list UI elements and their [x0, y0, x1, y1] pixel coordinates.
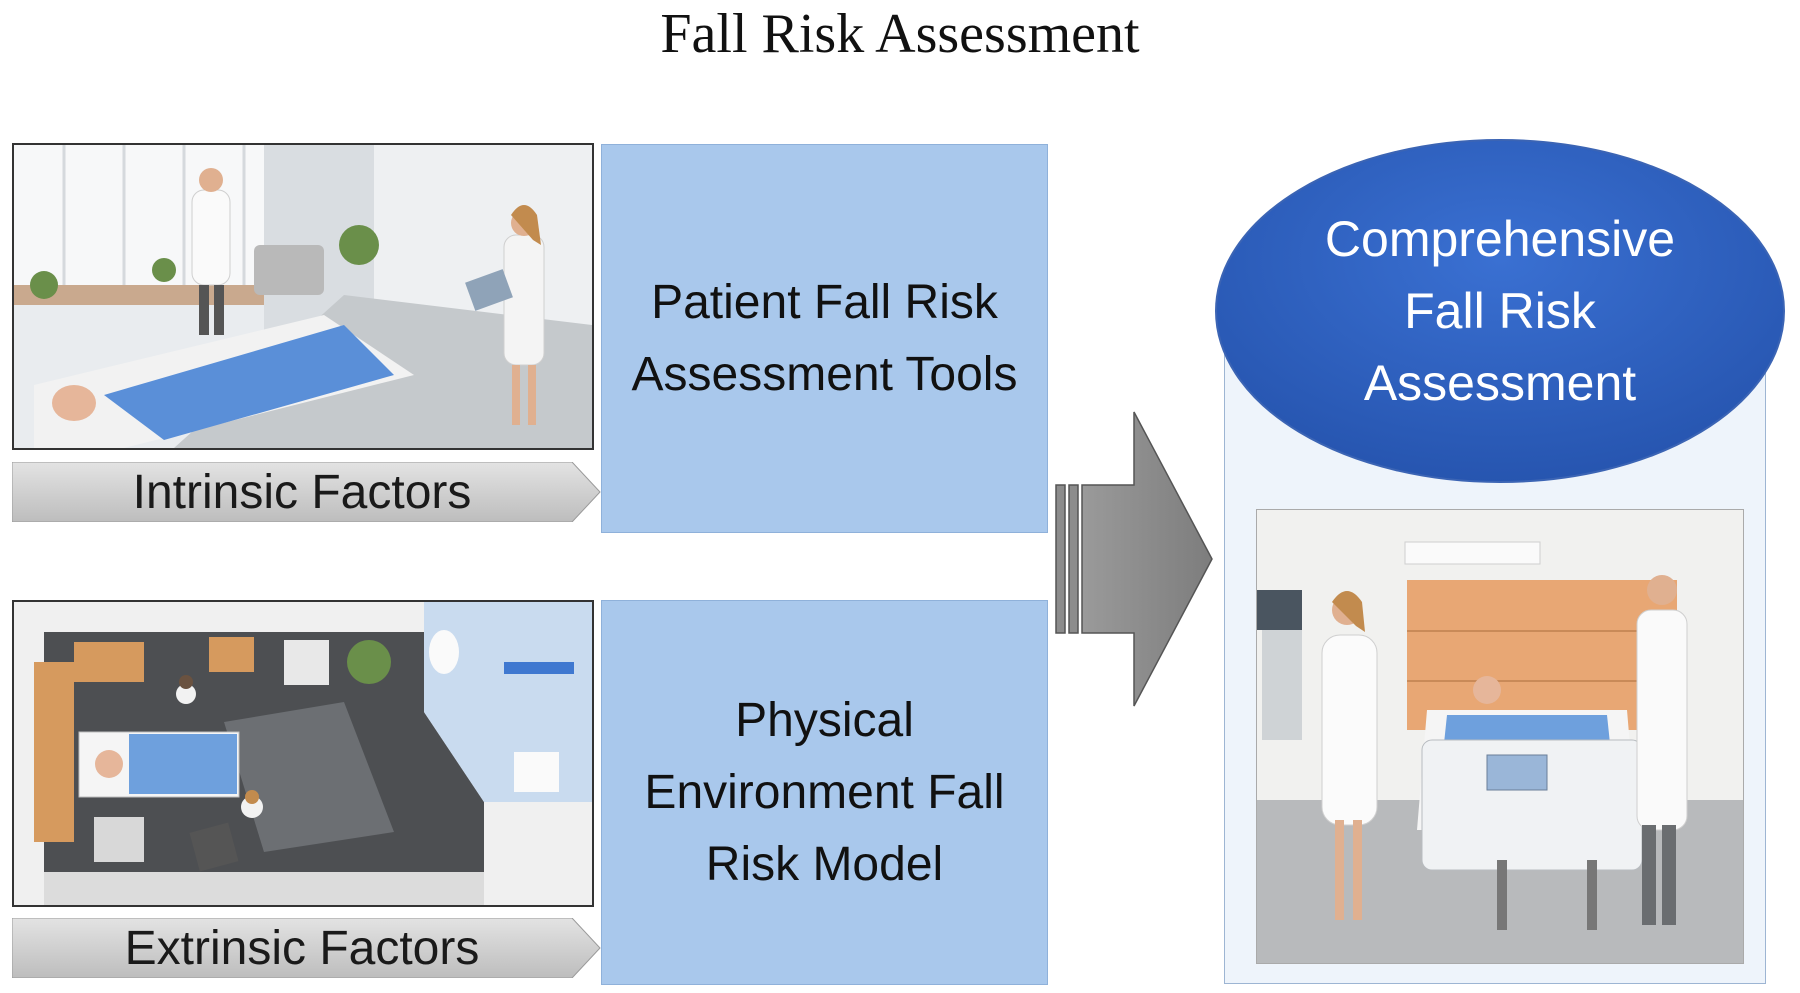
- intrinsic-room-image: [12, 143, 594, 450]
- environment-model-line-2: Environment Fall: [644, 765, 1005, 819]
- comprehensive-assessment-ellipse: Comprehensive Fall Risk Assessment: [1212, 136, 1788, 486]
- patient-fall-risk-tools-box: Patient Fall Risk Assessment Tools: [601, 144, 1048, 533]
- intrinsic-factors-label: Intrinsic Factors: [132, 465, 472, 519]
- extrinsic-room-image: [12, 600, 594, 907]
- extrinsic-factors-tag: Extrinsic Factors: [12, 918, 602, 978]
- bedside-assessment-image: [1256, 509, 1744, 964]
- output-line-2: Fall Risk: [1404, 283, 1596, 339]
- patient-tools-line-2: Assessment Tools: [631, 347, 1018, 401]
- environment-fall-risk-model-box: Physical Environment Fall Risk Model: [601, 600, 1048, 985]
- extrinsic-factors-label: Extrinsic Factors: [124, 921, 480, 975]
- patient-tools-line-1: Patient Fall Risk: [651, 275, 998, 329]
- environment-model-line-1: Physical: [735, 693, 914, 747]
- combine-arrow: [1054, 410, 1214, 710]
- diagram-title: Fall Risk Assessment: [660, 3, 1140, 65]
- environment-model-line-3: Risk Model: [705, 837, 944, 891]
- output-line-1: Comprehensive: [1324, 211, 1676, 267]
- output-line-3: Assessment: [1363, 355, 1637, 411]
- intrinsic-factors-tag: Intrinsic Factors: [12, 462, 602, 522]
